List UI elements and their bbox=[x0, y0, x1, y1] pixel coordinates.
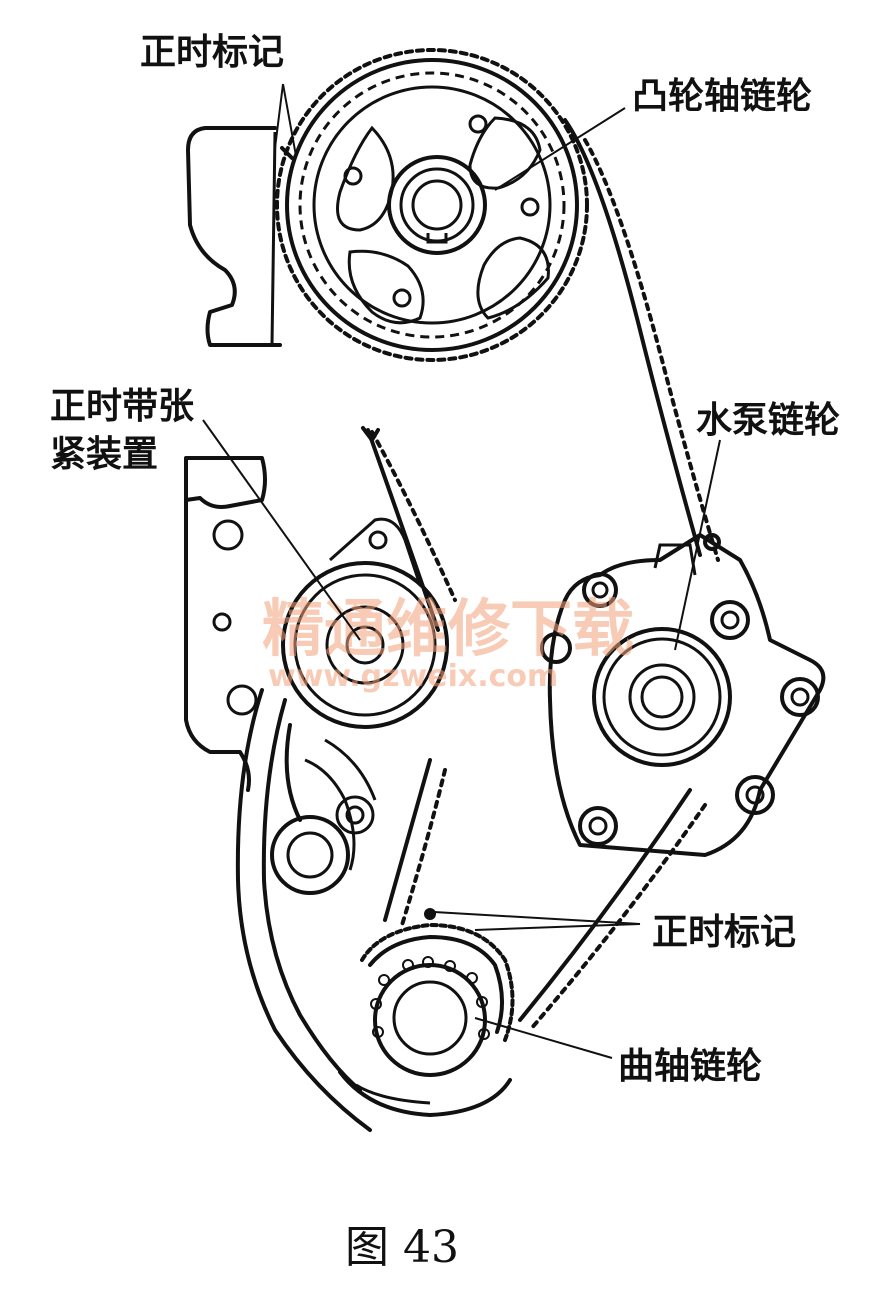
label-camshaft-sprocket: 凸轮轴链轮 bbox=[632, 76, 812, 117]
timing-belt bbox=[361, 118, 720, 1032]
leader-lines bbox=[202, 83, 721, 1059]
engine-block-outline bbox=[184, 126, 512, 1132]
label-crankshaft-sprocket: 曲轴链轮 bbox=[618, 1046, 762, 1087]
camshaft-sprocket bbox=[275, 48, 589, 362]
timing-belt-tensioner bbox=[212, 517, 449, 895]
watermark-url: www.gzweix.com bbox=[268, 659, 558, 694]
figure-caption: 图 43 bbox=[345, 1222, 459, 1273]
watermark-text: 精通维修下载 bbox=[262, 592, 634, 665]
crankshaft-sprocket bbox=[360, 908, 515, 1077]
label-timing-mark-top: 正时标记 bbox=[140, 32, 284, 73]
label-tensioner-line1: 正时带张 bbox=[50, 386, 194, 427]
label-water-pump-sprocket: 水泵链轮 bbox=[696, 400, 840, 441]
watermark: 精通维修下载 www.gzweix.com bbox=[262, 592, 634, 694]
label-tensioner-line2: 紧装置 bbox=[50, 434, 158, 475]
water-pump bbox=[540, 533, 826, 857]
label-timing-mark-bottom: 正时标记 bbox=[652, 912, 796, 953]
